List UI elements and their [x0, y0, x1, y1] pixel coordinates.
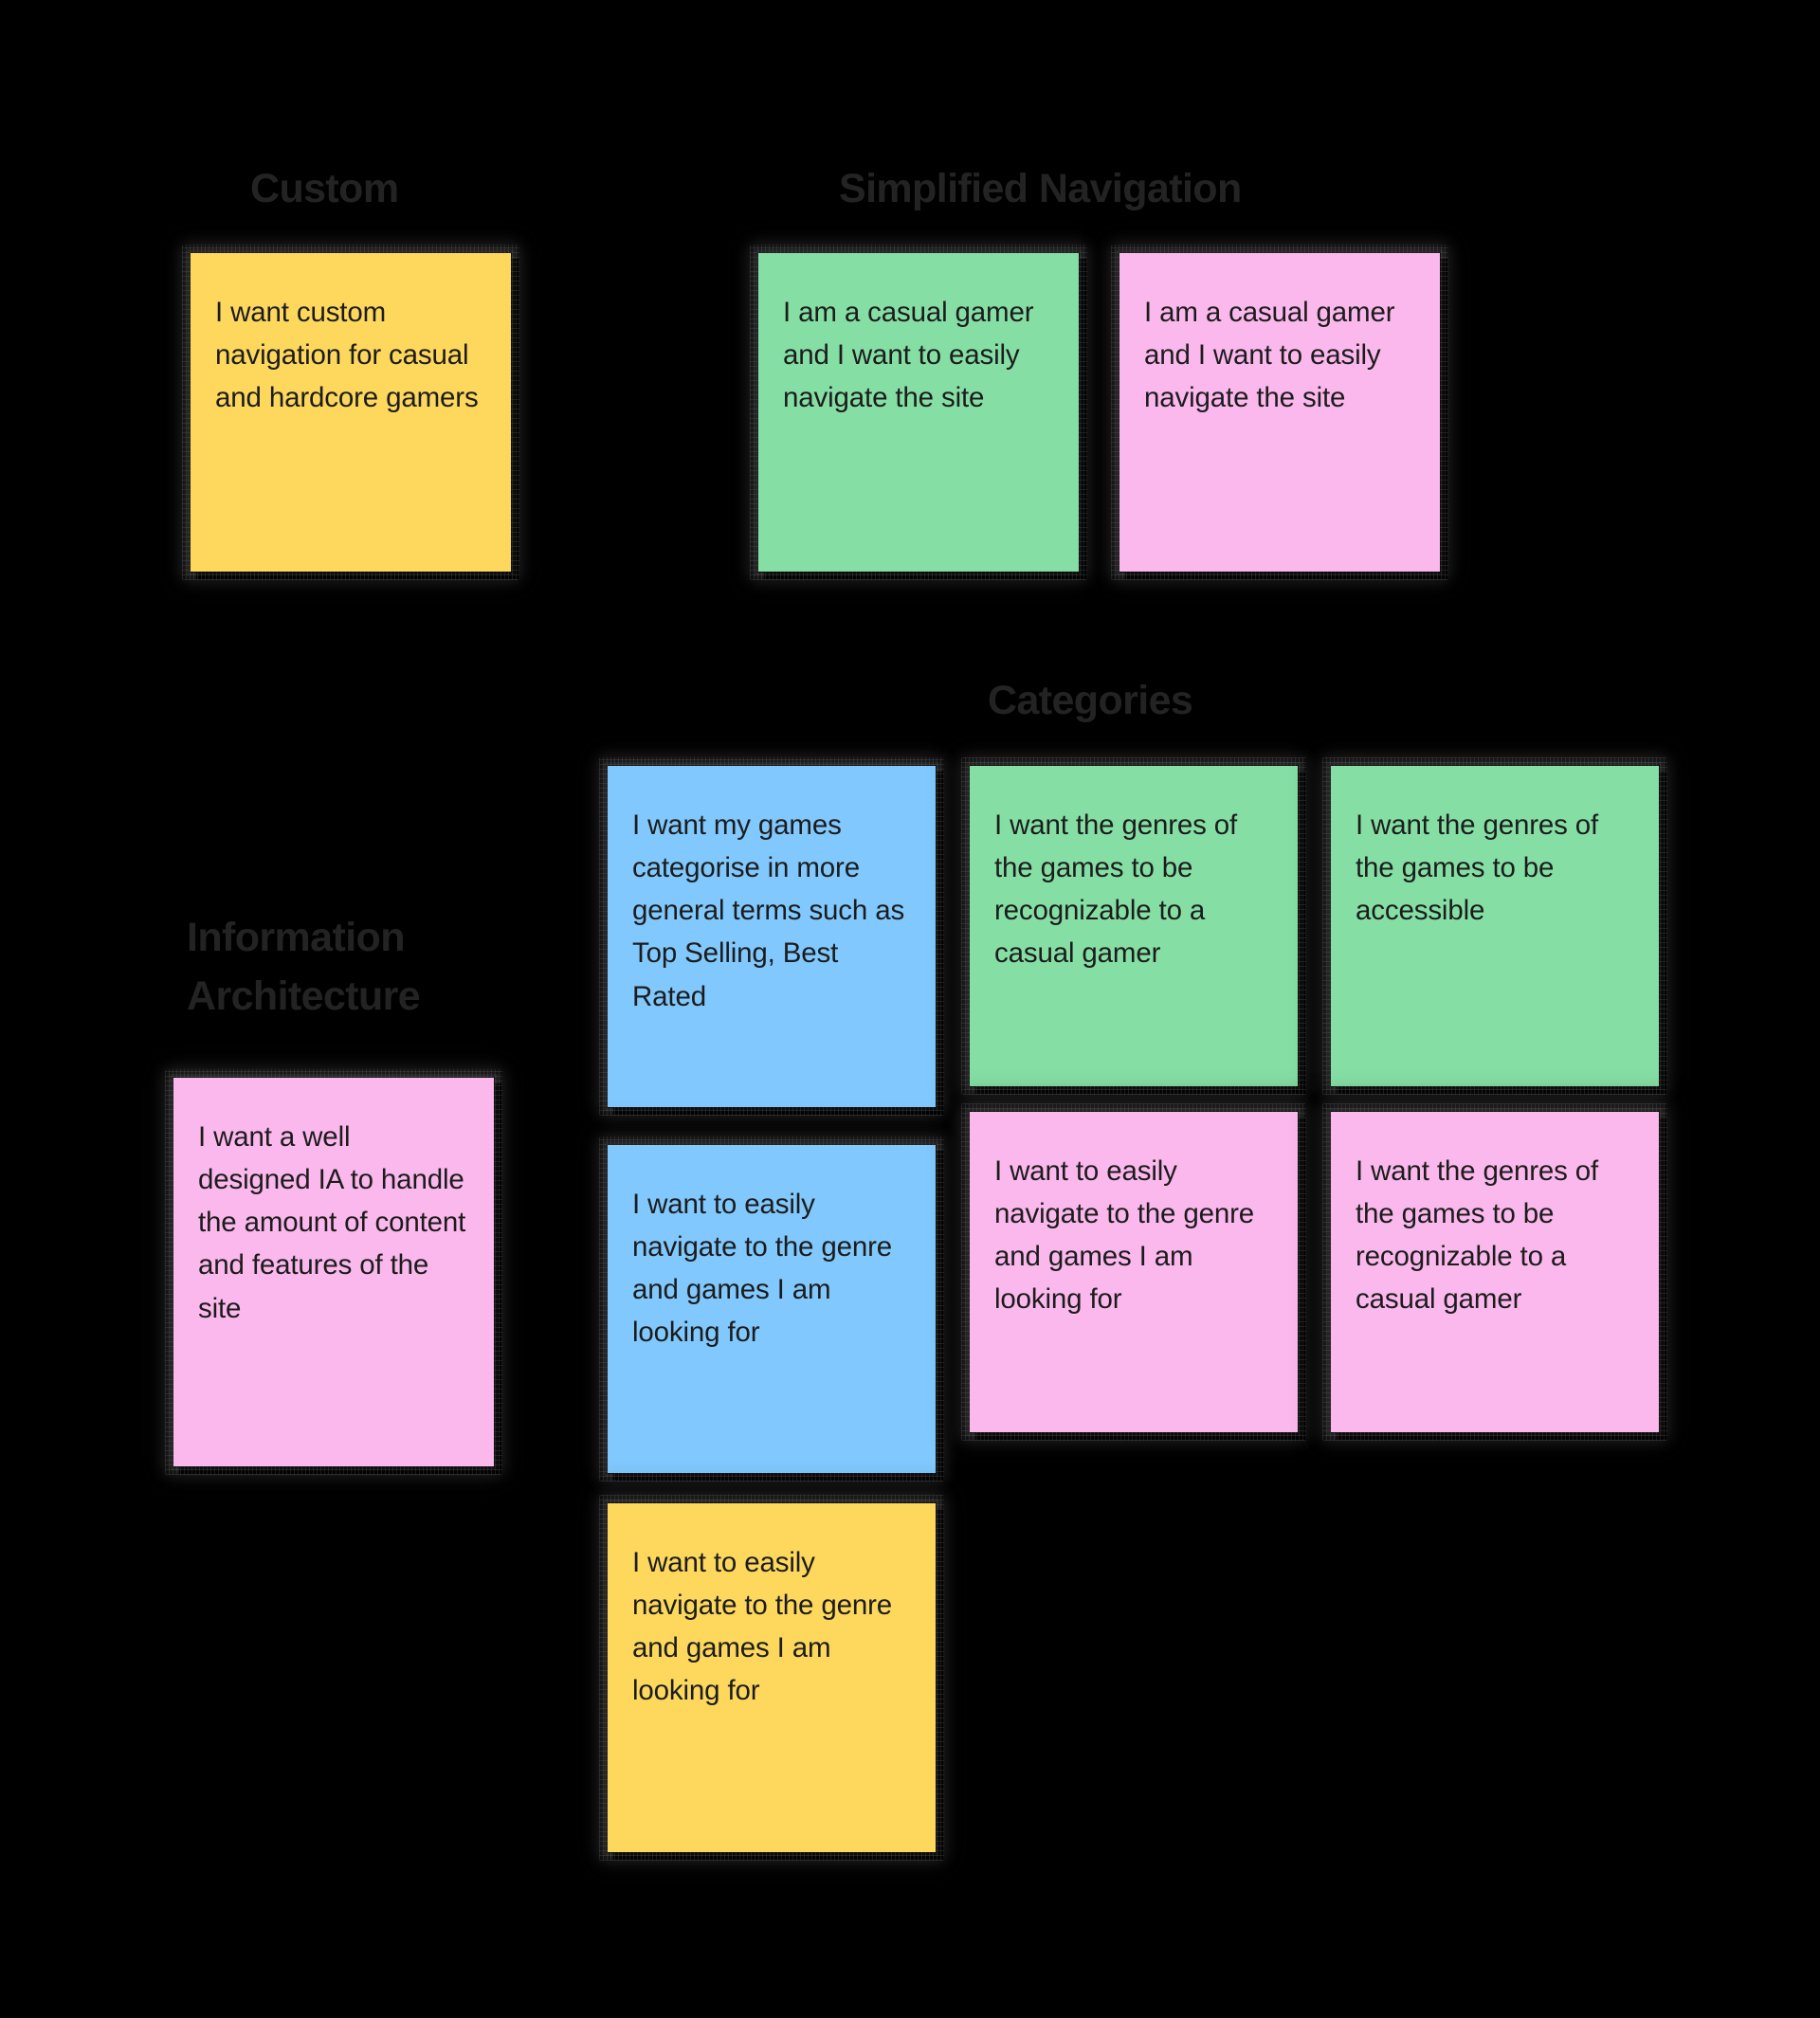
sticky-note[interactable]: I want custom navigation for casual and … — [190, 252, 512, 573]
sticky-note-text: I want my games categorise in more gener… — [632, 809, 905, 1012]
group-heading-categories: Categories — [988, 678, 1193, 723]
sticky-note-text: I want a well designed IA to handle the … — [198, 1121, 466, 1324]
sticky-note[interactable]: I want a well designed IA to handle the … — [173, 1077, 495, 1467]
sticky-note[interactable]: I am a casual gamer and I want to easily… — [757, 252, 1080, 573]
sticky-note-text: I want to easily navigate to the genre a… — [994, 1155, 1255, 1316]
sticky-note-text: I want to easily navigate to the genre a… — [632, 1547, 893, 1707]
sticky-note-text: I want custom navigation for casual and … — [215, 297, 479, 414]
sticky-note-text: I am a casual gamer and I want to easily… — [783, 297, 1034, 414]
group-heading-information-architecture: Information Architecture — [187, 915, 421, 1020]
sticky-note-text: I am a casual gamer and I want to easily… — [1144, 297, 1395, 414]
sticky-note-text: I want the genres of the games to be rec… — [1356, 1155, 1599, 1316]
sticky-note[interactable]: I want the genres of the games to be acc… — [1330, 765, 1660, 1087]
sticky-note[interactable]: I want the genres of the games to be rec… — [1330, 1111, 1660, 1433]
sticky-note-text: I want the genres of the games to be rec… — [994, 809, 1238, 970]
sticky-note[interactable]: I want my games categorise in more gener… — [607, 765, 937, 1108]
group-heading-custom: Custom — [250, 166, 399, 211]
sticky-note-text: I want the genres of the games to be acc… — [1356, 809, 1599, 927]
sticky-note[interactable]: I want to easily navigate to the genre a… — [607, 1144, 937, 1474]
sticky-note-text: I want to easily navigate to the genre a… — [632, 1189, 893, 1349]
sticky-note[interactable]: I want to easily navigate to the genre a… — [969, 1111, 1299, 1433]
group-heading-simplified-navigation: Simplified Navigation — [839, 166, 1242, 211]
sticky-note[interactable]: I want to easily navigate to the genre a… — [607, 1502, 937, 1853]
sticky-note[interactable]: I am a casual gamer and I want to easily… — [1119, 252, 1441, 573]
sticky-note[interactable]: I want the genres of the games to be rec… — [969, 765, 1299, 1087]
